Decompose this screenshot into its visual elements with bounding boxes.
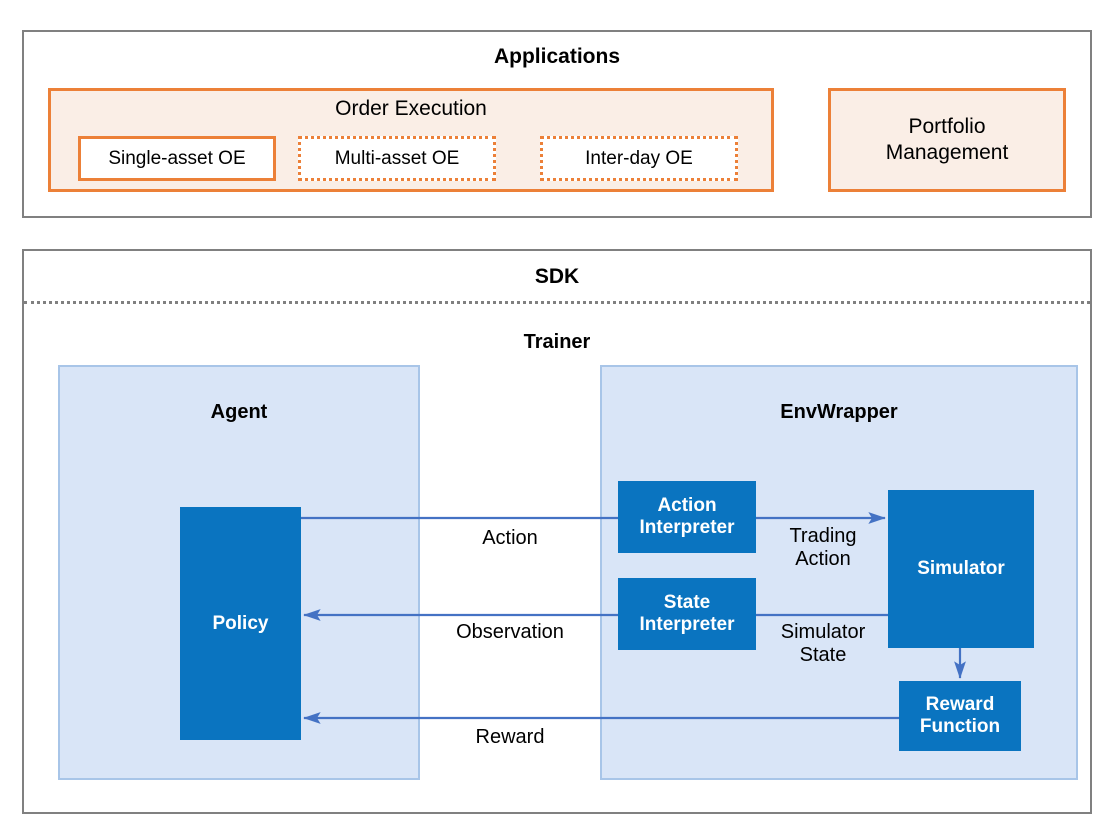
state-interpreter-label: State Interpreter (639, 592, 735, 635)
trainer-title: Trainer (523, 331, 591, 353)
order-execution-item-label: Inter-day OE (585, 147, 693, 169)
portfolio-management-tile[interactable]: Portfolio Management (828, 88, 1066, 192)
order-execution-item-multi-asset-oe[interactable]: Multi-asset OE (298, 136, 496, 181)
agent-title: Agent (210, 401, 268, 423)
simulator-box[interactable]: Simulator (888, 490, 1034, 648)
order-execution-item-single-asset-oe[interactable]: Single-asset OE (78, 136, 276, 181)
edge-label-action: Action (482, 527, 538, 549)
edge-label-trading-action: Trading Action (789, 525, 857, 570)
applications-title: Applications (493, 45, 620, 68)
simulator-label: Simulator (917, 558, 1005, 580)
order-execution-item-inter-day-oe[interactable]: Inter-day OE (540, 136, 738, 181)
order-execution-item-label: Single-asset OE (108, 147, 246, 169)
policy-box[interactable]: Policy (180, 507, 301, 740)
state-interpreter-box[interactable]: State Interpreter (618, 578, 756, 650)
action-interpreter-box[interactable]: Action Interpreter (618, 481, 756, 553)
order-execution-item-label: Multi-asset OE (334, 147, 460, 169)
portfolio-management-label: Portfolio Management (885, 114, 1009, 164)
envwrapper-title: EnvWrapper (780, 401, 898, 423)
action-interpreter-label: Action Interpreter (639, 495, 735, 538)
order-execution-title: Order Execution (335, 97, 487, 120)
edge-label-simulator-state: Simulator State (780, 621, 866, 666)
reward-function-box[interactable]: Reward Function (899, 681, 1021, 751)
sdk-divider (24, 301, 1090, 304)
policy-label: Policy (212, 612, 269, 634)
edge-label-observation: Observation (456, 621, 564, 643)
edge-label-reward: Reward (475, 726, 545, 748)
sdk-title: SDK (534, 265, 580, 288)
reward-function-label: Reward Function (919, 694, 1001, 737)
